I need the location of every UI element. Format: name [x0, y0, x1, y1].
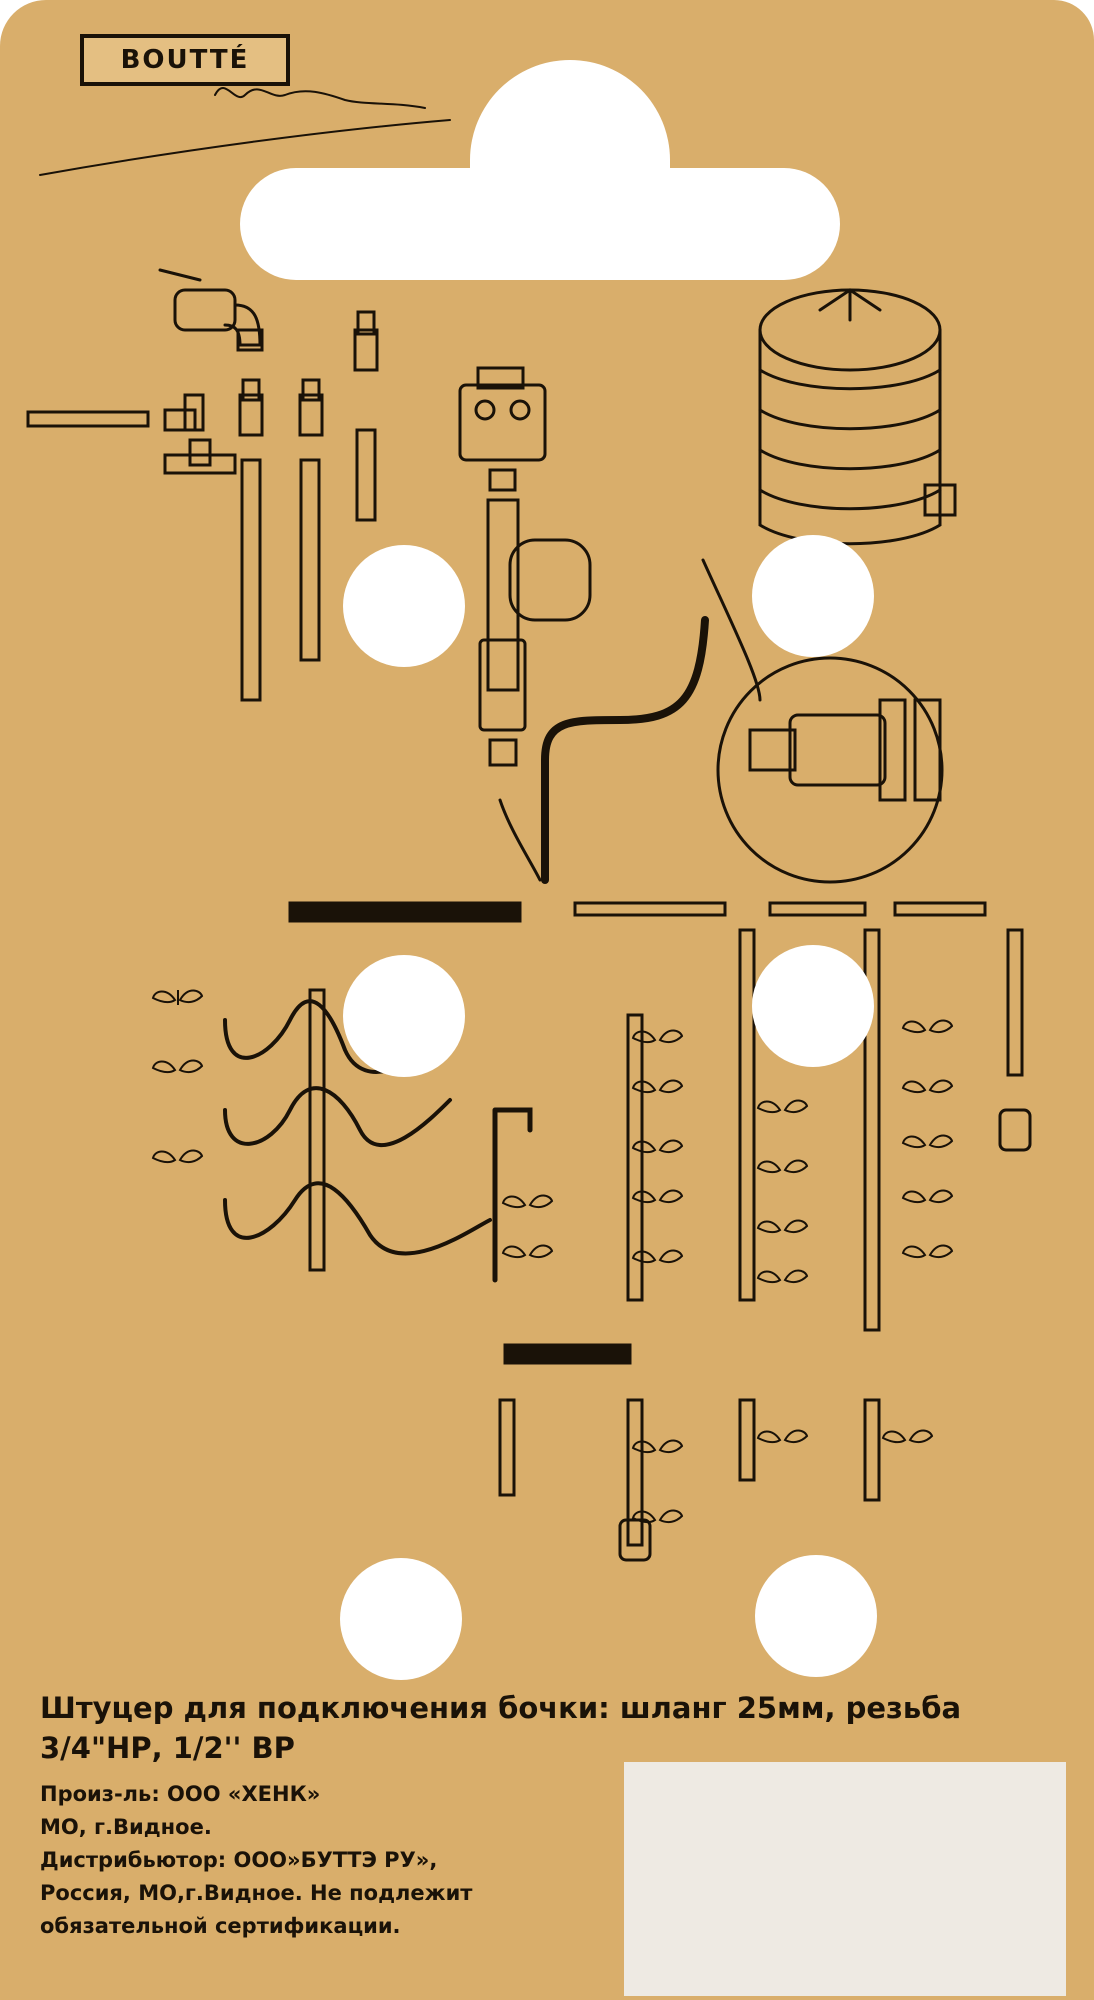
distributor-location-text: Россия, МО,г.Видное. Не подлежит — [40, 1881, 473, 1905]
brand-logo-text: BOUTTÉ — [120, 45, 250, 75]
main-pipe-right — [893, 901, 987, 917]
drip-line-8 — [863, 1398, 881, 1502]
plant-icon — [501, 1244, 554, 1259]
drip-hose-2 — [223, 1086, 452, 1147]
fittings-row-icon — [163, 310, 379, 702]
drip-line-2 — [626, 1013, 644, 1302]
drip-line-5 — [1006, 928, 1024, 1077]
plant-icon — [756, 1159, 809, 1174]
plant-icon — [901, 1019, 954, 1034]
irrigation-diagram — [26, 87, 1032, 1562]
plant-icon — [901, 1134, 954, 1149]
signature-scribble — [214, 87, 426, 109]
plant-icon — [151, 989, 204, 1005]
drip-line-3 — [738, 928, 756, 1302]
peg-hole-6 — [755, 1555, 877, 1677]
plant-icon — [756, 1099, 809, 1114]
plant-icon — [901, 1079, 954, 1094]
hose-line — [498, 798, 542, 882]
location-text: МО, г.Видное. — [40, 1815, 212, 1839]
drip-line-1 — [308, 988, 326, 1272]
peg-hole-1 — [343, 545, 465, 667]
drip-line-7 — [738, 1398, 756, 1482]
manufacturer-text: Произ-ль: ООО «ХЕНК» — [40, 1782, 321, 1806]
drip-line-4 — [863, 928, 881, 1332]
timer-unit-icon — [458, 366, 592, 767]
plant-icon — [756, 1269, 809, 1284]
connector-detail-icon — [701, 558, 944, 884]
plant-icon — [901, 1189, 954, 1204]
plant-icon — [631, 1079, 684, 1094]
peg-hole-5 — [340, 1558, 462, 1680]
drip-line-6 — [626, 1398, 644, 1547]
plant-icon — [151, 1059, 204, 1074]
certification-text: обязательной сертификации. — [40, 1914, 401, 1938]
peg-hole-4 — [752, 945, 874, 1067]
barcode-label-area — [624, 1762, 1066, 1996]
peg-hole-2 — [752, 535, 874, 657]
main-pipe-mid2 — [768, 901, 867, 917]
main-pipe-left — [288, 901, 522, 923]
plant-icon — [631, 1249, 684, 1264]
plant-icon — [631, 1139, 684, 1154]
stake-hook — [492, 1107, 533, 1283]
peg-hole-3 — [343, 955, 465, 1077]
water-tank-icon — [758, 288, 957, 546]
hang-hole — [240, 168, 840, 280]
faucet-icon — [158, 268, 264, 352]
plant-icon — [501, 1194, 554, 1209]
plant-icon — [151, 1149, 204, 1164]
main-pipe-mid — [573, 901, 727, 917]
plant-icons — [151, 989, 954, 1524]
plant-icon — [631, 1509, 684, 1524]
bottom-hose-connector — [503, 1343, 632, 1365]
product-title: Штуцер для подключения бочки: шланг 25мм… — [40, 1691, 962, 1765]
pipe-left-horizontal — [26, 410, 150, 428]
main-hose — [541, 616, 709, 884]
plant-icon — [631, 1439, 684, 1454]
plant-icon — [901, 1244, 954, 1259]
plant-icon — [756, 1219, 809, 1234]
drip-hose-3 — [223, 1181, 492, 1256]
distributor-text: Дистрибьютор: ООО»БУТТЭ РУ», — [40, 1848, 438, 1872]
signature-swoosh — [39, 119, 451, 176]
plant-icon — [881, 1429, 934, 1444]
plant-icon — [756, 1429, 809, 1444]
plant-icon — [631, 1029, 684, 1044]
brand-logo: BOUTTÉ — [80, 34, 290, 86]
product-description: Штуцер для подключения бочки: шланг 25мм… — [40, 1688, 1050, 1943]
plant-icon — [631, 1189, 684, 1204]
drip-line-9 — [498, 1398, 516, 1497]
